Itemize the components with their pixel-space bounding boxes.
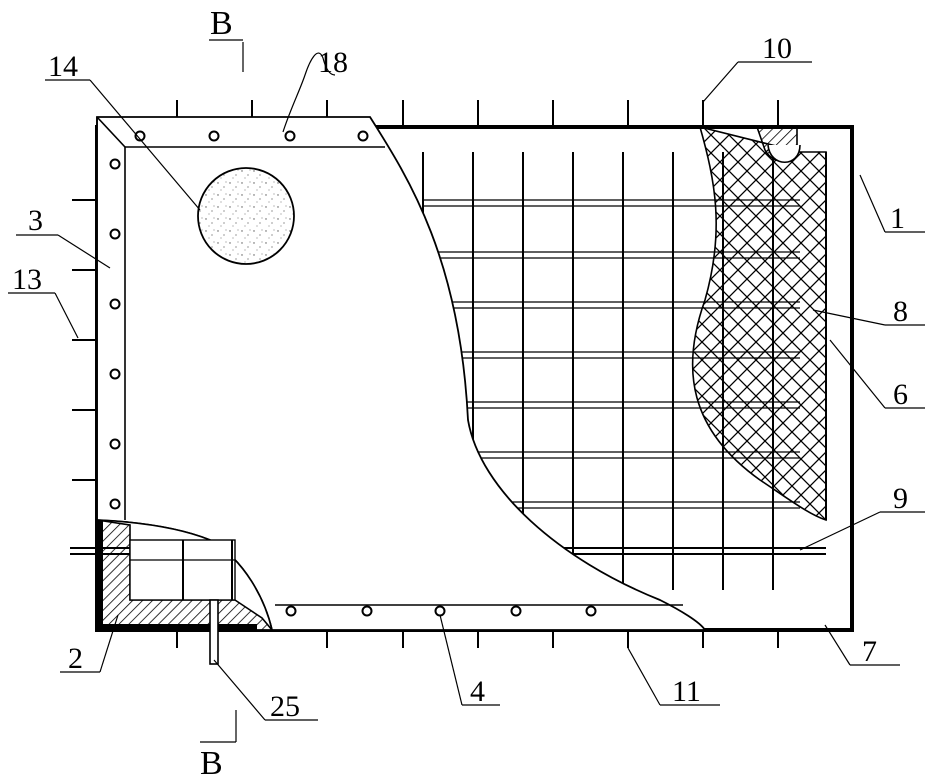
mesh-layer [691, 125, 827, 522]
label-1: 1 [890, 202, 905, 235]
section-mark-bottom: B [200, 745, 223, 782]
label-3: 3 [28, 204, 43, 237]
label-14: 14 [48, 50, 78, 83]
label-6: 6 [893, 378, 908, 411]
top-hatched-insert-curve [767, 144, 801, 163]
corner-cutaway [70, 519, 274, 665]
label-18: 18 [318, 46, 348, 79]
bottom-studs [176, 630, 779, 648]
label-13: 13 [12, 263, 42, 296]
leader-lines [8, 39, 925, 743]
bolt-holes [109, 130, 597, 617]
section-mark-top: B [210, 5, 233, 42]
panel-frame [96, 116, 683, 606]
label-11: 11 [672, 675, 701, 708]
left-studs [72, 199, 97, 481]
label-10: 10 [762, 32, 792, 65]
label-7: 7 [862, 635, 877, 668]
label-9: 9 [893, 482, 908, 515]
round-port [197, 167, 295, 265]
label-4: 4 [470, 675, 485, 708]
label-2: 2 [68, 642, 83, 675]
label-25: 25 [270, 690, 300, 723]
top-studs [176, 100, 779, 127]
label-8: 8 [893, 295, 908, 328]
